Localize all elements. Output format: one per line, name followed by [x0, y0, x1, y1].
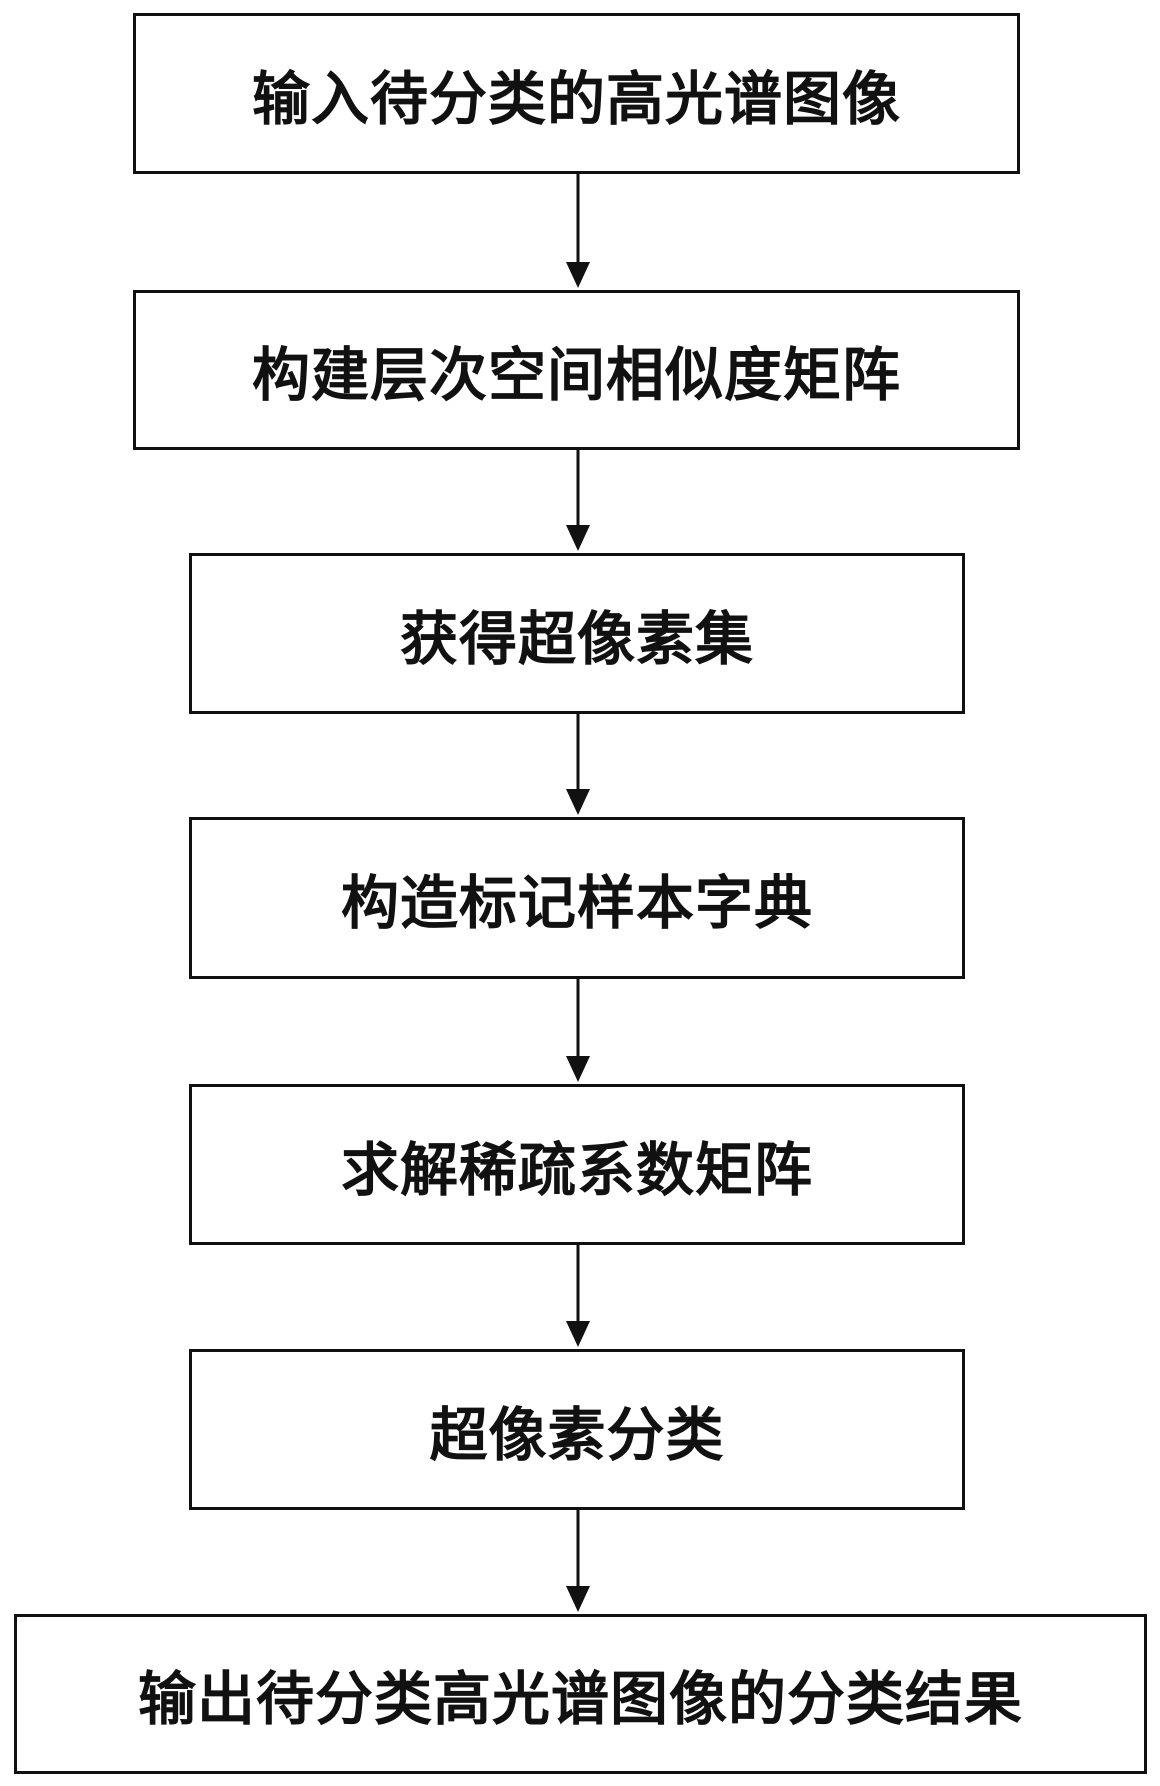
arrowhead-icon	[566, 262, 590, 288]
arrow-s6-s7	[566, 1510, 590, 1612]
step-label: 构造标记样本字典	[340, 869, 813, 937]
step-box-get-superpixels: 获得超像素集	[189, 553, 965, 714]
arrowhead-icon	[566, 525, 590, 551]
step-label: 超像素分类	[429, 1400, 725, 1469]
arrowhead-icon	[566, 789, 590, 815]
step-label: 输出待分类高光谱图像的分类结果	[137, 1665, 1023, 1733]
step-box-solve-sparse-coefficients: 求解稀疏系数矩阵	[189, 1084, 965, 1245]
arrowhead-icon	[566, 1056, 590, 1082]
arrowhead-icon	[566, 1586, 590, 1612]
step-label: 求解稀疏系数矩阵	[340, 1135, 813, 1204]
arrow-s5-s6	[566, 1245, 590, 1347]
step-label: 输入待分类的高光谱图像	[251, 64, 901, 133]
step-box-superpixel-classification: 超像素分类	[189, 1349, 965, 1510]
arrowhead-icon	[566, 1321, 590, 1347]
step-box-output-result: 输出待分类高光谱图像的分类结果	[14, 1614, 1147, 1774]
step-box-build-dictionary: 构造标记样本字典	[189, 817, 965, 979]
step-label: 构建层次空间相似度矩阵	[251, 341, 901, 409]
arrow-s3-s4	[566, 714, 590, 815]
step-label: 获得超像素集	[399, 604, 754, 673]
step-box-input-image: 输入待分类的高光谱图像	[133, 13, 1020, 174]
arrow-s2-s3	[566, 450, 590, 551]
arrow-s4-s5	[566, 979, 590, 1082]
step-box-build-similarity-matrix: 构建层次空间相似度矩阵	[133, 290, 1020, 450]
arrow-s1-s2	[566, 174, 590, 288]
